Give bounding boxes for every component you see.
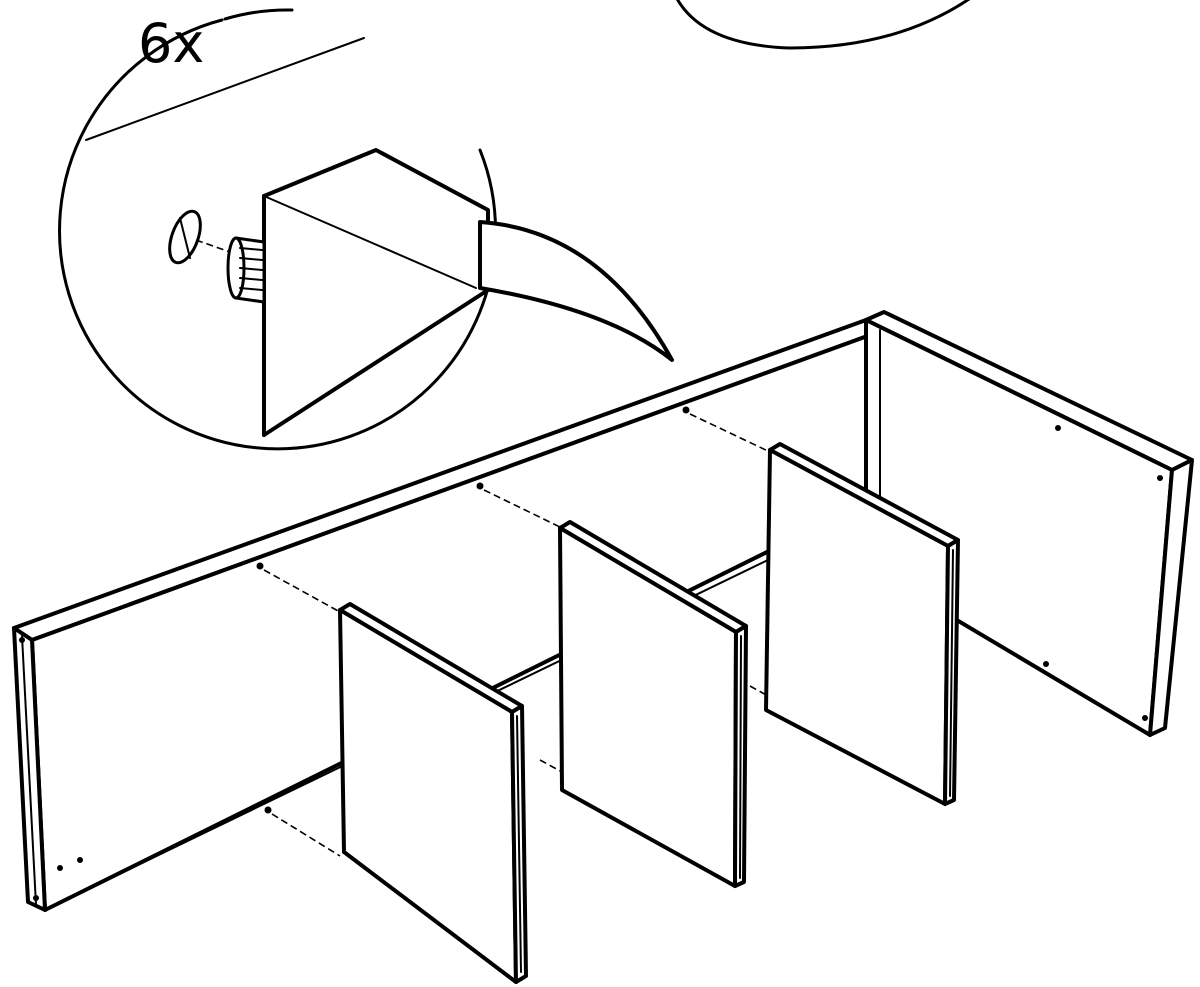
hole — [682, 406, 690, 414]
shelf-assembly — [12, 310, 1194, 984]
hole — [264, 806, 272, 814]
quantity-label: 6x — [138, 12, 204, 75]
wooden-dowel-icon — [226, 236, 266, 304]
dowel-hole-icon — [168, 209, 231, 265]
hole — [1157, 475, 1163, 481]
hole — [19, 637, 25, 643]
hole — [33, 895, 39, 901]
hole — [476, 482, 484, 490]
divider-panel-3 — [764, 442, 960, 806]
hole — [77, 857, 83, 863]
callout-pointer — [478, 220, 674, 362]
divider-panel-2 — [558, 520, 748, 888]
hole — [1043, 661, 1049, 667]
hole — [1142, 715, 1148, 721]
detail-callout — [58, 8, 674, 451]
board-end-detail — [262, 148, 674, 437]
divider-panel-1 — [338, 602, 528, 984]
hole — [1055, 425, 1061, 431]
hole — [256, 562, 264, 570]
hole — [57, 865, 63, 871]
previous-callout-circle — [676, 0, 971, 50]
callout-circle — [58, 18, 498, 451]
